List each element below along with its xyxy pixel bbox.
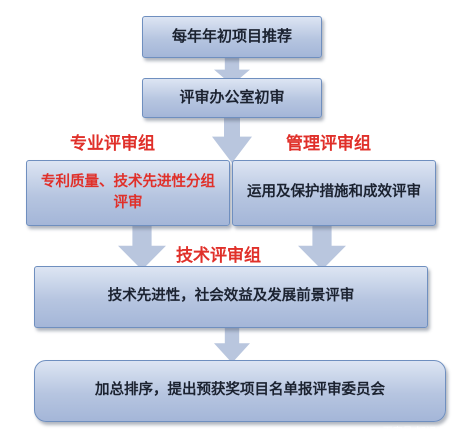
step-technical-review: 技术先进性，社会效益及发展前景评审 [34,266,428,328]
step-final-ranking-label: 加总排序，提出预获奖项目名单报评审委员会 [95,382,385,399]
group-label-technical: 技术评审组 [176,246,261,266]
step-annual-recommendation: 每年年初项目推荐 [142,16,322,58]
step-annual-recommendation-label: 每年年初项目推荐 [171,27,292,46]
step-management-review: 运用及保护措施和成效评审 [232,160,436,226]
step-technical-review-label: 技术先进性，社会效益及发展前景评审 [107,288,355,305]
step-final-ranking: 加总排序，提出预获奖项目名单报评审委员会 [34,360,446,422]
group-label-management: 管理评审组 [286,134,371,154]
step-management-review-label: 运用及保护措施和成效评审 [247,184,421,201]
step-professional-review-label: 专利质量、技术先进性分组评审 [41,173,215,211]
step-office-review: 评审办公室初审 [142,78,322,118]
watermark-text: 百家号/知识产权 [382,427,456,438]
arrow-management-to-technical [298,226,346,270]
arrow-office-to-groups [212,115,252,163]
step-professional-review: 专利质量、技术先进性分组评审 [26,160,230,226]
group-label-professional: 专业评审组 [70,134,155,154]
arrow-professional-to-technical [118,226,166,270]
arrow-technical-to-final [214,327,250,363]
step-office-review-label: 评审办公室初审 [179,88,285,107]
